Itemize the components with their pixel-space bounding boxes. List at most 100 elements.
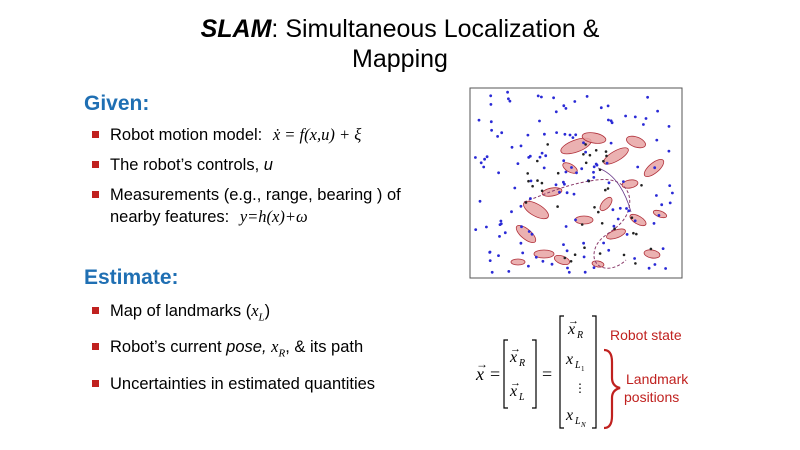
map-var: x xyxy=(251,301,259,320)
landmark-dot xyxy=(485,225,488,229)
uncertainty-ellipse xyxy=(599,196,613,212)
landmark-dot xyxy=(611,208,615,212)
exp-xLN: x xyxy=(565,407,573,424)
estimated-landmark-dot xyxy=(563,256,567,260)
landmark-dot xyxy=(573,100,577,103)
landmark-dot xyxy=(592,170,595,174)
landmark-dot xyxy=(538,155,542,159)
estimated-landmark-dot xyxy=(584,161,588,165)
landmark-dot xyxy=(584,150,587,154)
landmark-dot xyxy=(554,183,558,187)
lhs-x: x xyxy=(475,364,484,384)
landmark-dot xyxy=(529,179,533,183)
landmark-dot xyxy=(607,181,611,185)
landmark-dot xyxy=(599,106,603,110)
robot-path xyxy=(523,179,631,269)
landmark-dot xyxy=(585,95,589,98)
landmark-dot xyxy=(527,230,531,233)
landmark-dot xyxy=(488,251,492,254)
right-bracket-1 xyxy=(532,339,537,409)
landmark-dot xyxy=(499,219,503,223)
landmark-dot xyxy=(668,201,672,205)
exp-xR: x xyxy=(567,321,575,338)
pose-emphasis: pose, xyxy=(226,338,267,357)
estimate-item-pose: Robot’s current pose, xR, & its path xyxy=(92,336,452,364)
landmark-dot xyxy=(610,121,614,125)
landmark-dot xyxy=(616,217,620,221)
estimated-landmark-dot xyxy=(583,246,586,249)
landmark-dot xyxy=(574,218,577,222)
landmark-dot xyxy=(570,166,573,169)
landmark-dot xyxy=(488,259,492,262)
landmark-dot xyxy=(552,96,555,100)
landmark-dot xyxy=(664,267,667,270)
landmark-dot xyxy=(489,103,493,106)
landmark-dot xyxy=(605,161,609,165)
landmark-dot xyxy=(489,120,493,124)
right-bracket-2 xyxy=(592,315,597,429)
estimated-landmark-dot xyxy=(580,223,584,226)
landmark-dot xyxy=(622,180,625,183)
landmark-dot xyxy=(496,135,499,138)
estimated-landmark-dot xyxy=(524,201,528,204)
estimated-landmark-dot xyxy=(540,189,544,193)
estimated-landmark-dot xyxy=(635,232,638,236)
landmark-dot xyxy=(519,144,523,148)
landmark-dot xyxy=(644,117,648,120)
landmark-dot xyxy=(506,90,509,94)
robot-path-segment xyxy=(597,167,632,213)
estimated-landmark-dot xyxy=(597,210,600,214)
landmark-dot xyxy=(479,161,483,165)
landmark-dot xyxy=(607,118,610,122)
uncertainty-ellipse xyxy=(510,258,526,266)
landmark-dot xyxy=(497,254,500,257)
landmark-dot xyxy=(527,264,530,268)
landmark-label-1: Landmark xyxy=(626,371,689,387)
estimated-landmark-dot xyxy=(606,187,610,190)
estimated-landmark-dot xyxy=(587,179,591,183)
landmark-dot xyxy=(633,257,636,260)
estimated-landmark-dot xyxy=(569,260,573,263)
given-heading: Given: xyxy=(84,92,150,115)
landmark-dot xyxy=(633,219,637,223)
pose-sub: R xyxy=(278,347,286,360)
landmark-dot xyxy=(636,165,640,169)
block-xL-arrow: → xyxy=(510,377,521,389)
pose-prefix: Robot’s current xyxy=(110,338,227,357)
uncertainty-ellipse xyxy=(574,215,594,225)
landmark-dot xyxy=(667,149,671,153)
landmark-dot xyxy=(574,133,578,137)
state-vector-equation: x → = x → R x → L = x → R x L 1 ⋮ x L N … xyxy=(470,312,790,442)
estimated-landmark-dot xyxy=(613,227,616,231)
uncertainty-ellipse xyxy=(533,249,555,259)
controls-var: u xyxy=(263,156,273,174)
estimated-landmark-dot xyxy=(622,253,626,257)
landmark-dot xyxy=(490,270,494,274)
exp-xL1: x xyxy=(565,351,573,368)
landmark-dot xyxy=(544,154,548,158)
given-item-controls: The robot’s controls, u xyxy=(92,154,452,176)
uncertainty-ellipse xyxy=(629,213,647,227)
landmark-label-2: positions xyxy=(624,389,680,405)
landmark-dot xyxy=(554,110,558,114)
landmark-dot xyxy=(583,270,587,274)
estimate-list: Map of landmarks (xL) Robot’s current po… xyxy=(92,300,452,403)
estimate-item-map: Map of landmarks (xL) xyxy=(92,300,452,328)
landmark-dot xyxy=(558,190,561,194)
title-keyword: SLAM xyxy=(200,15,272,43)
robot-state-label: Robot state xyxy=(610,327,682,343)
landmark-dot xyxy=(602,241,605,245)
landmark-dot xyxy=(625,207,628,210)
landmark-dot xyxy=(660,203,664,207)
landmark-dot xyxy=(562,180,565,184)
estimated-landmark-dot xyxy=(602,159,605,163)
measurements-label: Measurements (e.g., range, bearing ) of … xyxy=(110,186,401,226)
landmark-dot xyxy=(540,95,543,99)
landmark-dot xyxy=(607,248,611,252)
landmark-dot xyxy=(540,151,544,155)
landmark-dot xyxy=(510,145,514,149)
landmark-dot xyxy=(534,255,538,259)
landmark-dot xyxy=(606,104,610,108)
uncertainty-ellipse xyxy=(591,260,605,268)
uncertainty-ellipse xyxy=(643,249,661,259)
